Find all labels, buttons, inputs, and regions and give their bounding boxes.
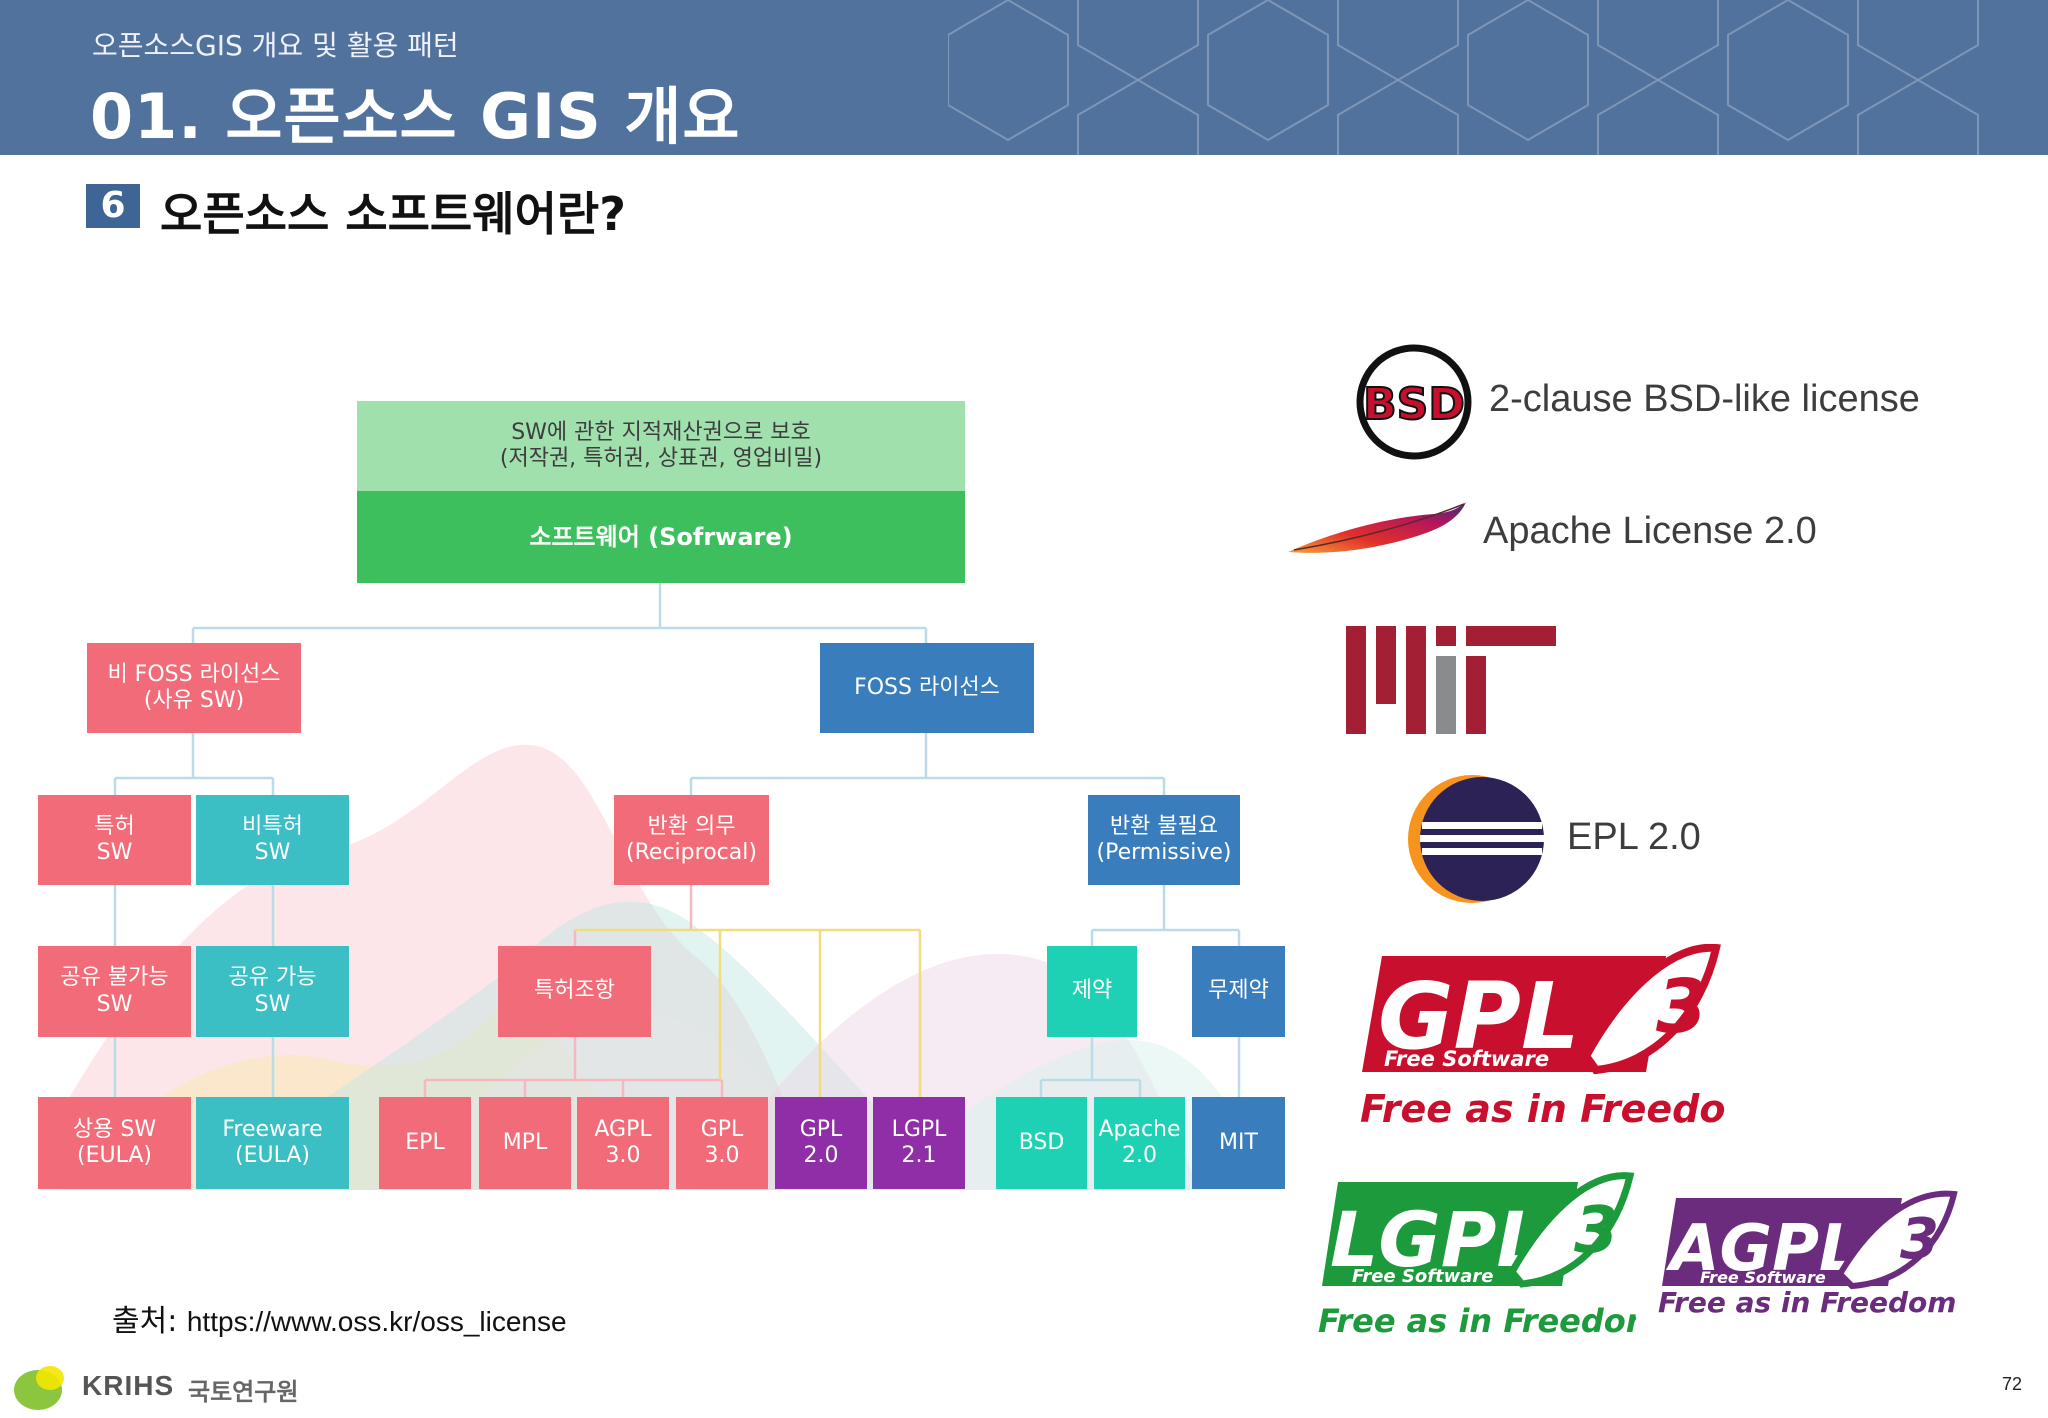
restricted-box: 제약 [1047,946,1137,1037]
lgplv3-logo-icon: LGPL 3 Free Software Free as in Freedom [1316,1172,1636,1340]
root-ip-protection: SW에 관한 지적재산권으로 보호 (저작권, 특허권, 상표권, 영업비밀) [357,401,965,491]
no-share-sw-box: 공유 불가능 SW [38,946,191,1037]
krihs-logo: KRIHS 국토연구원 [10,1356,310,1416]
root-software: 소프트웨어 (Sofrware) [357,491,965,583]
share-sw-box: 공유 가능 SW [196,946,349,1037]
source-citation: 출처: https://www.oss.kr/oss_license [112,1296,567,1340]
svg-text:3: 3 [1900,1207,1939,1272]
lgpl21-box: LGPL 2.1 [873,1097,965,1189]
agpl-free-software-text: Free Software [1700,1268,1826,1287]
krihs-name-en: KRIHS [82,1370,174,1402]
epl-license-label: EPL 2.0 [1567,816,1701,859]
mpl-box: MPL [479,1097,571,1189]
agpl-tagline: Free as in Freedom [1658,1286,1956,1319]
source-colon: : [167,1304,187,1339]
agplv3-logo-icon: AGPL 3 Free Software Free as in Freedom [1656,1190,1962,1334]
epl-box: EPL [379,1097,471,1189]
lgpl-free-software-text: Free Software [1352,1266,1494,1287]
patent-clause-box: 특허조항 [498,946,651,1037]
source-url[interactable]: https://www.oss.kr/oss_license [187,1306,567,1337]
eclipse-logo-icon [1400,772,1546,906]
patent-sw-box: 특허 SW [38,795,191,885]
krihs-name-kr: 국토연구원 [188,1372,298,1407]
lgpl-tagline: Free as in Freedom [1318,1302,1636,1340]
reciprocal-box: 반환 의무 (Reciprocal) [614,795,769,885]
krihs-leaf-icon [10,1356,74,1416]
gplv3-logo-icon: GPL 3 Free Software Free as in Freedom [1356,944,1726,1136]
mit-box: MIT [1192,1097,1285,1189]
freeware-box: Freeware (EULA) [196,1097,349,1189]
apache-feather-icon [1284,500,1470,570]
commercial-sw-box: 상용 SW (EULA) [38,1097,191,1189]
bsd-license-label: 2-clause BSD-like license [1489,378,1920,421]
foss-license-box: FOSS 라이선스 [820,643,1034,733]
bsd-logo-icon: BSD [1354,342,1474,462]
apache2-box: Apache 2.0 [1094,1097,1185,1189]
gpl2-box: GPL 2.0 [775,1097,867,1189]
non-foss-license-box: 비 FOSS 라이선스 (사유 SW) [87,643,301,733]
bsd-logo-text: BSD [1363,379,1465,430]
gpl-free-software-text: Free Software [1384,1047,1549,1071]
bsd-box: BSD [996,1097,1087,1189]
agpl3-box: AGPL 3.0 [577,1097,669,1189]
source-prefix: 출처 [112,1304,167,1339]
non-patent-sw-box: 비특허 SW [196,795,349,885]
apache-license-label: Apache License 2.0 [1483,510,1817,553]
mit-logo-icon [1346,626,1556,734]
svg-text:3: 3 [1574,1194,1619,1268]
unrestricted-box: 무제약 [1192,946,1285,1037]
gpl-tagline: Free as in Freedom [1360,1087,1726,1131]
gpl3-box: GPL 3.0 [676,1097,768,1189]
page-number: 72 [2002,1374,2022,1395]
svg-text:3: 3 [1656,964,1708,1050]
permissive-box: 반환 불필요 (Permissive) [1088,795,1240,885]
